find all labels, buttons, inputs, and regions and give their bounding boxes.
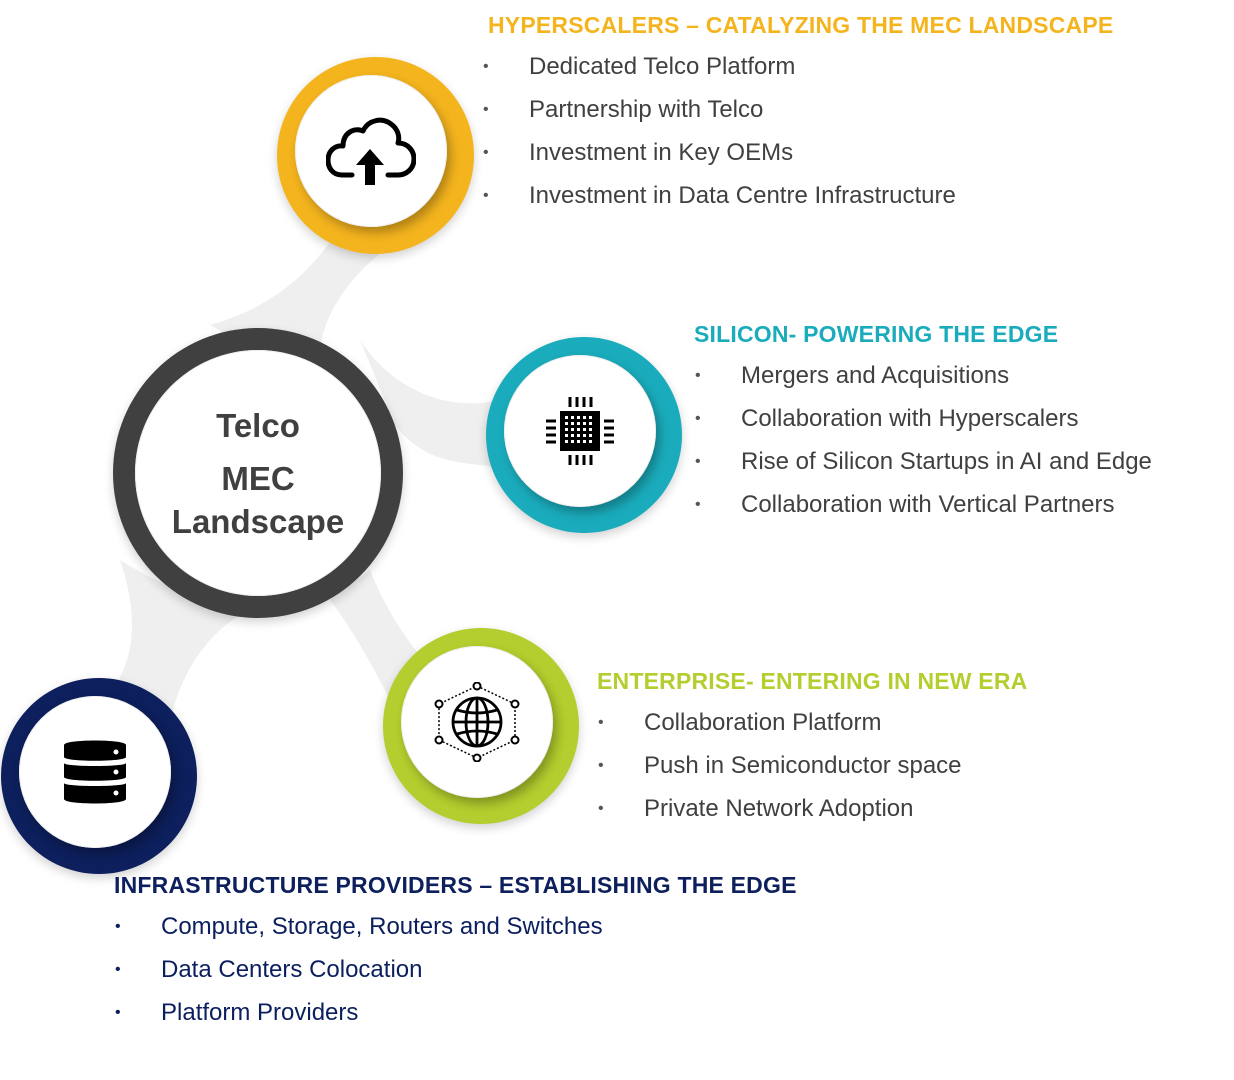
globe-network-icon <box>434 682 520 762</box>
database-icon <box>64 740 126 804</box>
list-item: •Collaboration Platform <box>598 709 882 736</box>
hyperscalers-list: •Dedicated Telco Platform •Partnership w… <box>482 45 1113 217</box>
center-title: Telco MEC Landscape <box>172 409 344 538</box>
list-item: •Rise of Silicon Startups in AI and Edge <box>695 448 1152 475</box>
infrastructure-icon-disc <box>19 696 171 848</box>
list-item: •Data Centers Colocation <box>115 956 423 983</box>
infrastructure-list: •Compute, Storage, Routers and Switches … <box>114 905 797 1034</box>
list-item: •Dedicated Telco Platform <box>483 53 796 80</box>
hyperscalers-ring <box>277 57 474 254</box>
infrastructure-ring <box>1 678 197 874</box>
list-item: •Platform Providers <box>115 999 359 1026</box>
silicon-ring <box>486 337 682 533</box>
chip-icon <box>546 397 614 465</box>
center-title-line-2: MEC <box>221 459 295 497</box>
enterprise-title: ENTERPRISE- ENTERING IN NEW ERA <box>597 668 1028 694</box>
silicon-title: SILICON- POWERING THE EDGE <box>694 321 1059 347</box>
list-item: •Private Network Adoption <box>598 795 914 822</box>
enterprise-ring <box>383 628 579 824</box>
infrastructure-section: INFRASTRUCTURE PROVIDERS – ESTABLISHING … <box>114 872 797 1034</box>
cloud-upload-icon <box>326 117 416 185</box>
enterprise-list: •Collaboration Platform •Push in Semicon… <box>597 701 1027 830</box>
connector-silicon <box>360 340 510 470</box>
center-title-line-3: Landscape <box>171 502 345 540</box>
center-disc: Telco MEC Landscape <box>135 350 381 596</box>
list-item: •Partnership with Telco <box>483 96 764 123</box>
hyperscalers-icon-disc <box>295 75 447 227</box>
list-item: •Collaboration with Hyperscalers <box>695 405 1079 432</box>
hyperscalers-title: HYPERSCALERS – CATALYZING THE MEC LANDSC… <box>488 12 1114 38</box>
infrastructure-title: INFRASTRUCTURE PROVIDERS – ESTABLISHING … <box>114 872 797 898</box>
silicon-icon-disc <box>504 355 656 507</box>
center-ring: Telco MEC Landscape <box>113 328 403 618</box>
silicon-section: SILICON- POWERING THE EDGE •Mergers and … <box>694 321 1152 526</box>
hyperscalers-section: HYPERSCALERS – CATALYZING THE MEC LANDSC… <box>483 12 1114 217</box>
enterprise-icon-disc <box>401 646 553 798</box>
list-item: •Investment in Key OEMs <box>483 139 794 166</box>
list-item: •Mergers and Acquisitions <box>695 362 1010 389</box>
list-item: •Compute, Storage, Routers and Switches <box>115 913 603 940</box>
enterprise-section: ENTERPRISE- ENTERING IN NEW ERA •Collabo… <box>597 668 1027 830</box>
list-item: •Collaboration with Vertical Partners <box>695 491 1115 518</box>
silicon-list: •Mergers and Acquisitions •Collaboration… <box>694 354 1152 526</box>
list-item: •Investment in Data Centre Infrastructur… <box>483 182 956 209</box>
center-title-line-1: Telco <box>216 406 300 444</box>
list-item: •Push in Semiconductor space <box>598 752 962 779</box>
